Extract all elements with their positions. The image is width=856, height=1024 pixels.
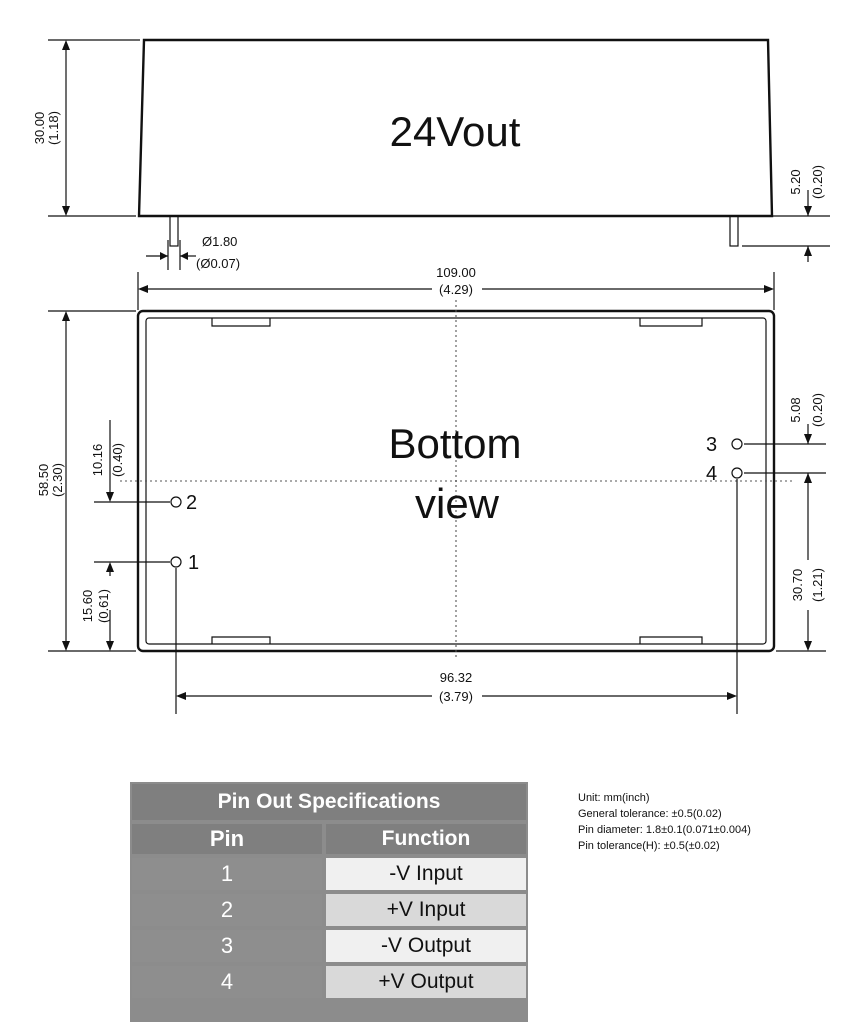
pin12-spacing-inch: (0.40) <box>110 443 125 477</box>
side-height-mm: 30.00 <box>32 112 47 145</box>
bottom-view: 109.00 (4.29) Bottom view 58.50 (2.30) 1… <box>36 265 826 714</box>
pin-function: -V Output <box>326 930 526 962</box>
note-general-tolerance: General tolerance: ±0.5(0.02) <box>578 808 722 820</box>
pin-4-hole <box>731 467 743 479</box>
pin34-spacing-inch: (0.20) <box>810 393 825 427</box>
table-header-row: Pin Function <box>130 822 528 854</box>
pin-span-mm: 96.32 <box>440 670 473 685</box>
pin-4-label: 4 <box>706 463 717 485</box>
side-view: 24Vout 30.00 (1.18) 5.20 (0.20) Ø1.80 (Ø… <box>32 38 830 271</box>
note-pin-tolerance: Pin tolerance(H): ±0.5(±0.02) <box>578 840 720 852</box>
note-pin-diameter: Pin diameter: 1.8±0.1(0.071±0.004) <box>578 824 751 836</box>
pin-length-inch: (0.20) <box>810 165 825 199</box>
pin1-offset-mm: 15.60 <box>80 590 95 623</box>
pin4-offset-mm: 30.70 <box>790 569 805 602</box>
pin-diameter-mm: Ø1.80 <box>202 234 237 249</box>
pin-3-hole <box>731 438 743 450</box>
side-pin-right <box>729 215 739 247</box>
bottom-view-label-line2: view <box>415 480 500 527</box>
side-pin-left <box>169 215 179 247</box>
pin-number: 2 <box>132 894 322 926</box>
bottom-width-mm: 109.00 <box>436 265 476 280</box>
pin-2-label: 2 <box>186 492 197 514</box>
pin-number: 4 <box>132 966 322 998</box>
mechanical-drawing: 24Vout 30.00 (1.18) 5.20 (0.20) Ø1.80 (Ø… <box>32 38 830 714</box>
pin-1-label: 1 <box>188 552 199 574</box>
pin-length-mm: 5.20 <box>788 169 803 194</box>
bottom-height-mm: 58.50 <box>36 464 51 497</box>
pin-1-hole <box>170 556 182 568</box>
pin-function: -V Input <box>326 858 526 890</box>
column-header-pin: Pin <box>132 824 322 854</box>
pin4-offset-inch: (1.21) <box>810 568 825 602</box>
side-view-label: 24Vout <box>390 108 521 155</box>
table-title: Pin Out Specifications <box>132 784 526 820</box>
specification-notes: Unit: mm(inch) General tolerance: ±0.5(0… <box>578 790 751 854</box>
table-title-row: Pin Out Specifications <box>130 782 528 822</box>
pin-function: +V Output <box>326 966 526 998</box>
pin-2-hole <box>170 496 182 508</box>
side-height-inch: (1.18) <box>46 111 61 145</box>
pin-span-inch: (3.79) <box>439 689 473 704</box>
pin-out-table: Pin Out Specifications Pin Function 1 -V… <box>130 782 528 1022</box>
note-unit: Unit: mm(inch) <box>578 792 650 804</box>
pin-number: 1 <box>132 858 322 890</box>
bottom-view-label-line1: Bottom <box>388 420 521 467</box>
table-row: 2 +V Input <box>130 894 528 926</box>
table-row: 1 -V Input <box>130 858 528 890</box>
pin-3-label: 3 <box>706 434 717 456</box>
pin-function: +V Input <box>326 894 526 926</box>
pin-diameter-inch: (Ø0.07) <box>196 256 240 271</box>
bottom-height-inch: (2.30) <box>50 463 65 497</box>
pin-number: 3 <box>132 930 322 962</box>
pin12-spacing-mm: 10.16 <box>90 444 105 477</box>
table-row: 4 +V Output <box>130 966 528 998</box>
pin34-spacing-mm: 5.08 <box>788 397 803 422</box>
column-header-function: Function <box>326 824 526 854</box>
table-row: 3 -V Output <box>130 930 528 962</box>
bottom-width-inch: (4.29) <box>439 282 473 297</box>
pin1-offset-inch: (0.61) <box>96 589 111 623</box>
